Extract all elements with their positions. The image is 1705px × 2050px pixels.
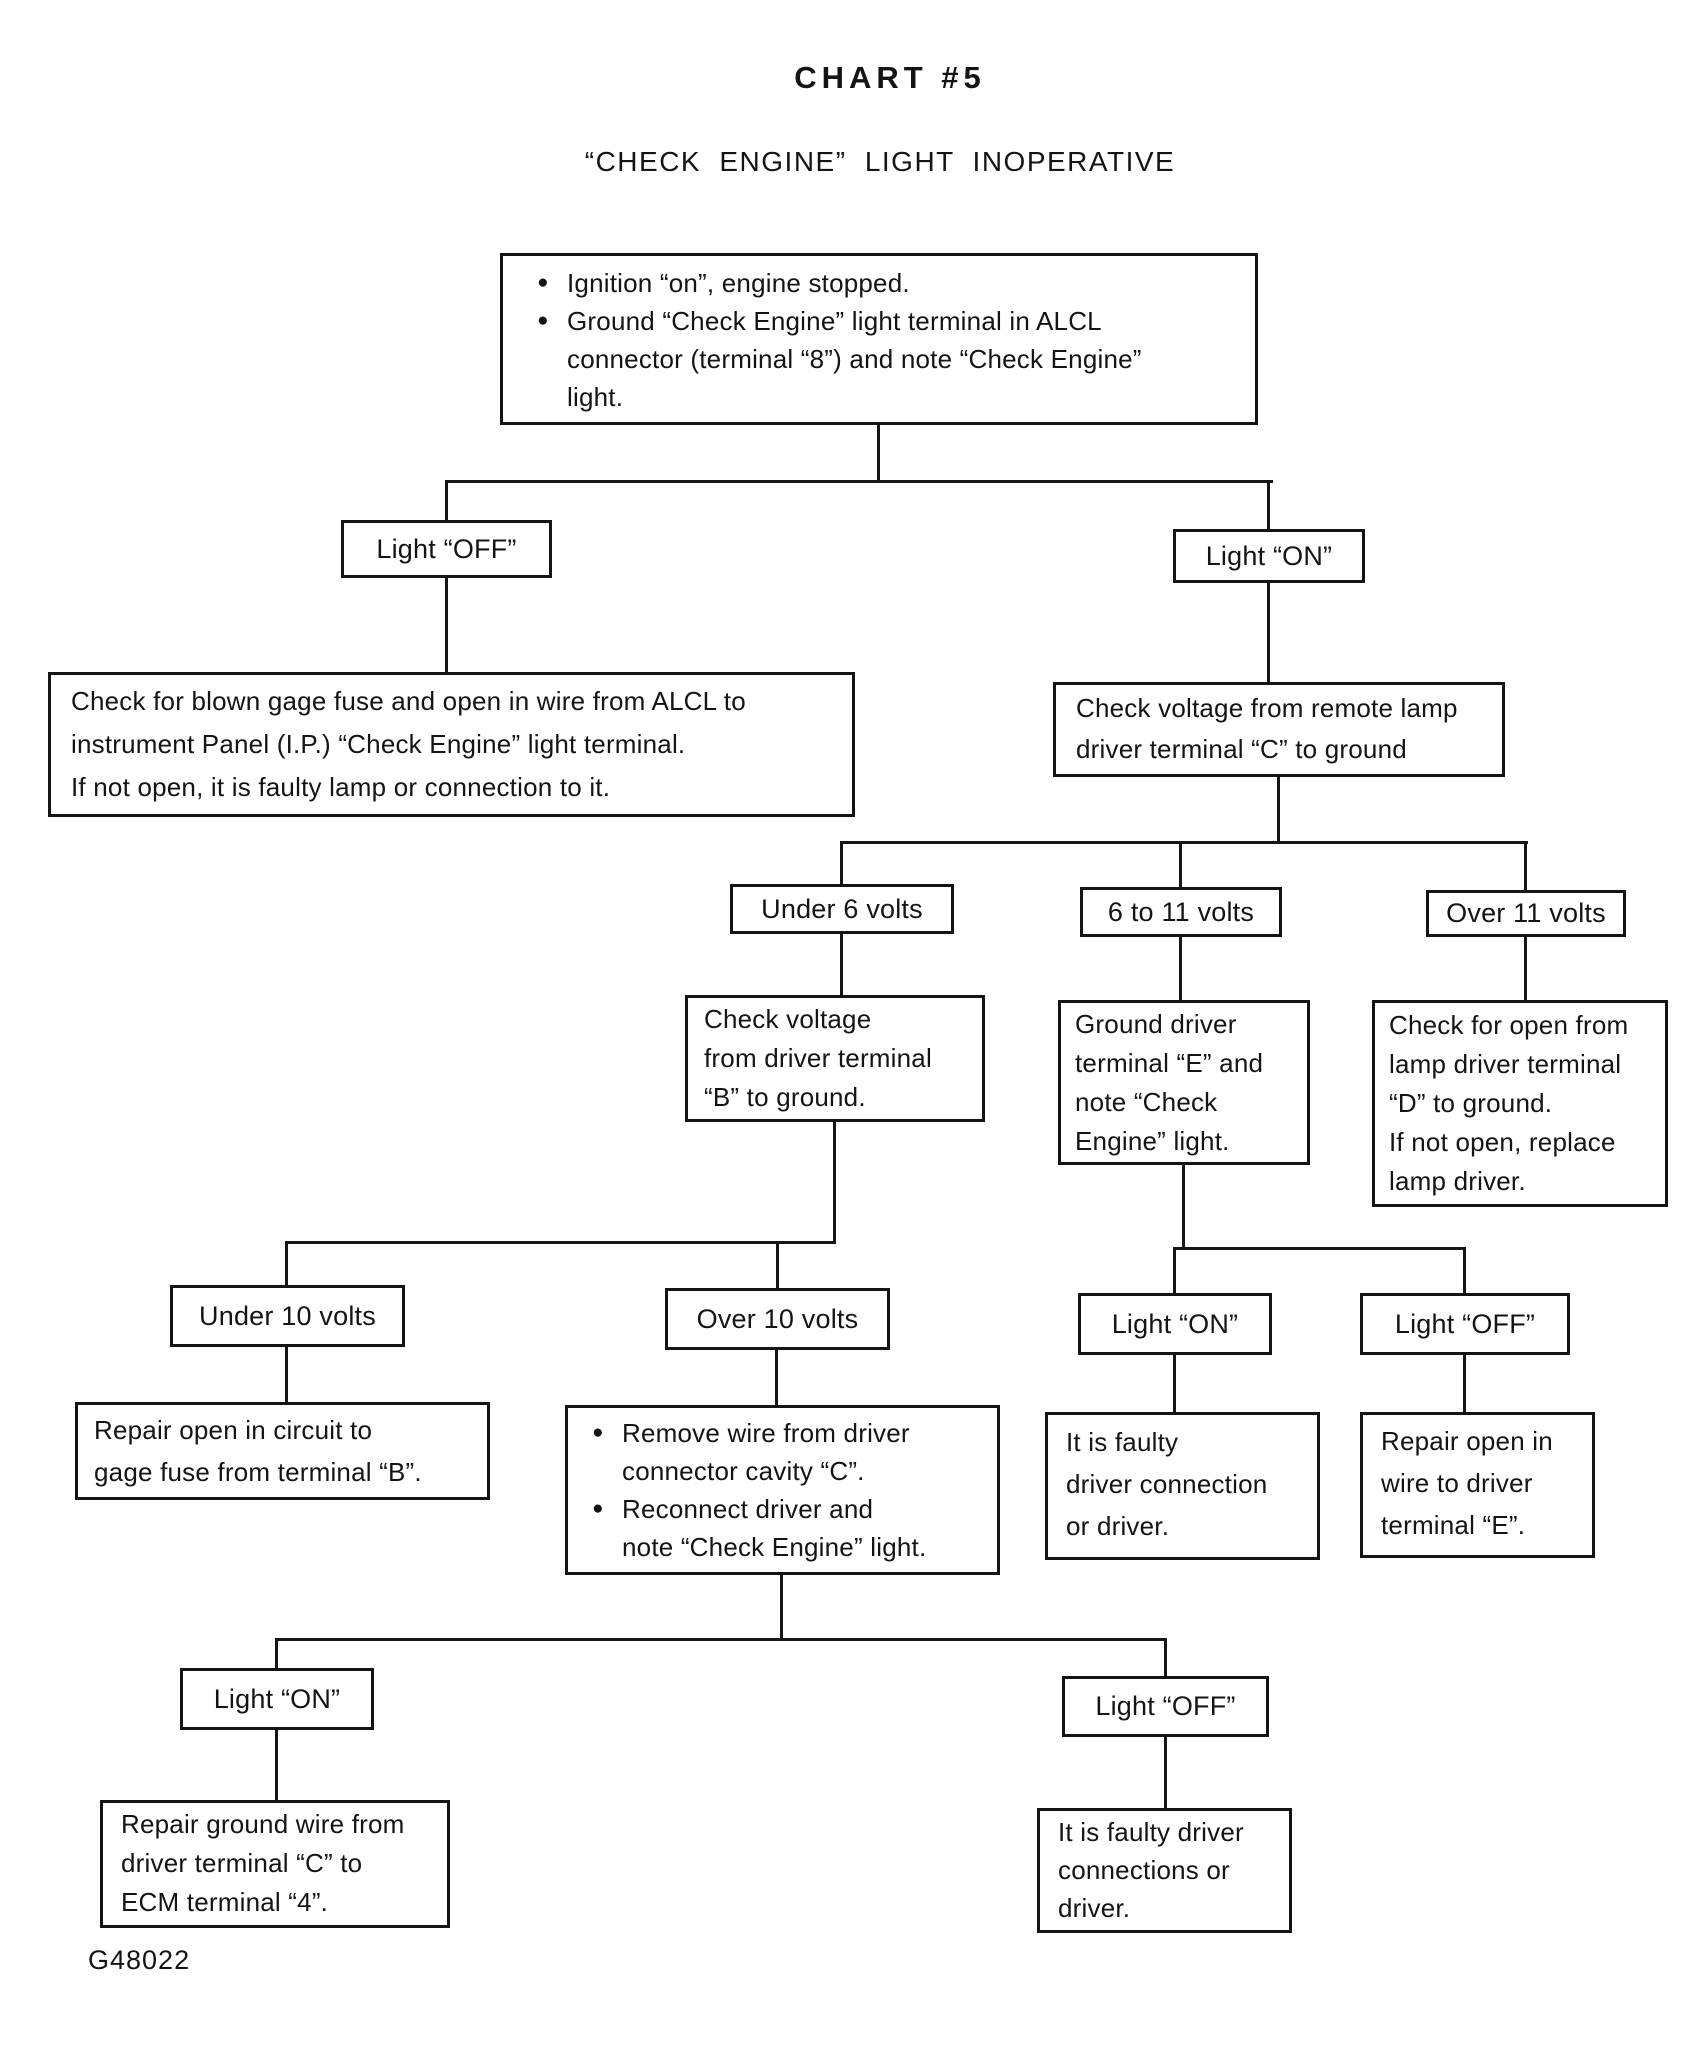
node-check-open-d: Check for open from lamp driver terminal… [1372, 1000, 1668, 1207]
connector-line [275, 1638, 1167, 1641]
bullet-icon: ● [592, 1498, 604, 1519]
bullet-text: Reconnect driver and note “Check Engine”… [622, 1494, 927, 1562]
connector-line [1173, 1353, 1176, 1414]
connector-line [285, 1241, 836, 1244]
node-repair-open-circuit: Repair open in circuit to gage fuse from… [75, 1402, 490, 1500]
node-check-gage-fuse: Check for blown gage fuse and open in wi… [48, 672, 855, 817]
node-light-off-3: Light “OFF” [1062, 1676, 1269, 1737]
node-repair-open-wire: Repair open in wire to driver terminal “… [1360, 1412, 1595, 1558]
node-ground-driver-e: Ground driver terminal “E” and note “Che… [1058, 1000, 1310, 1165]
node-check-remote-lamp: Check voltage from remote lamp driver te… [1053, 682, 1505, 777]
connector-line [1524, 841, 1527, 892]
connector-line [840, 841, 1528, 844]
figure-id: G48022 [88, 1945, 191, 1975]
connector-line [1173, 1247, 1466, 1250]
bullet-item: ● Ground “Check Engine” light terminal i… [519, 302, 1231, 416]
node-start: ● Ignition “on”, engine stopped. ● Groun… [500, 253, 1258, 425]
connector-line [1179, 841, 1182, 889]
connector-line [1277, 775, 1280, 843]
node-over-11-volts: Over 11 volts [1426, 890, 1626, 937]
chart-title: CHART #5 [794, 60, 986, 95]
connector-line [285, 1241, 288, 1287]
connector-line [1267, 480, 1270, 531]
connector-line [780, 1573, 783, 1640]
connector-line [1182, 1163, 1185, 1249]
connector-line [877, 425, 880, 483]
connector-line [1164, 1638, 1167, 1678]
connector-line [840, 932, 843, 997]
connector-line [840, 841, 843, 886]
bullet-text: Remove wire from driver connector cavity… [622, 1418, 910, 1486]
connector-line [445, 480, 1273, 483]
bullet-item: ● Ignition “on”, engine stopped. [519, 264, 1231, 302]
node-repair-ground-wire: Repair ground wire from driver terminal … [100, 1800, 450, 1928]
node-faulty-connection: It is faulty driver connection or driver… [1045, 1412, 1320, 1560]
connector-line [833, 1120, 836, 1243]
bullet-text: Ground “Check Engine” light terminal in … [567, 306, 1142, 412]
bullet-icon: ● [537, 310, 549, 331]
node-under-6-volts: Under 6 volts [730, 884, 954, 934]
bullet-text: Ignition “on”, engine stopped. [567, 268, 910, 298]
connector-line [445, 480, 448, 522]
connector-line [1463, 1353, 1466, 1414]
connector-line [275, 1728, 278, 1802]
connector-line [1164, 1735, 1167, 1810]
node-light-off-2: Light “OFF” [1360, 1293, 1570, 1355]
node-light-on-1: Light “ON” [1173, 529, 1365, 583]
connector-line [1179, 935, 1182, 1002]
node-check-voltage-b: Check voltage from driver terminal “B” t… [685, 995, 985, 1122]
bullet-item: ● Reconnect driver and note “Check Engin… [574, 1490, 987, 1566]
node-over-10-volts: Over 10 volts [665, 1288, 890, 1350]
node-light-on-3: Light “ON” [180, 1668, 374, 1730]
connector-line [1463, 1247, 1466, 1295]
bullet-icon: ● [537, 272, 549, 293]
bullet-icon: ● [592, 1422, 604, 1443]
node-under-10-volts: Under 10 volts [170, 1285, 405, 1347]
connector-line [776, 1241, 779, 1290]
connector-line [775, 1348, 778, 1407]
node-light-off-1: Light “OFF” [341, 520, 552, 578]
connector-line [285, 1345, 288, 1404]
node-faulty-connections: It is faulty driver connections or drive… [1037, 1808, 1292, 1933]
chart-subtitle: “CHECK ENGINE” LIGHT INOPERATIVE [584, 146, 1176, 177]
connector-line [1524, 935, 1527, 1002]
bullet-item: ● Remove wire from driver connector cavi… [574, 1414, 987, 1490]
connector-line [1173, 1247, 1176, 1295]
node-remove-wire: ● Remove wire from driver connector cavi… [565, 1405, 1000, 1575]
connector-line [1267, 581, 1270, 684]
connector-line [275, 1638, 278, 1670]
node-6-to-11-volts: 6 to 11 volts [1080, 887, 1282, 937]
node-light-on-2: Light “ON” [1078, 1293, 1272, 1355]
connector-line [445, 576, 448, 674]
